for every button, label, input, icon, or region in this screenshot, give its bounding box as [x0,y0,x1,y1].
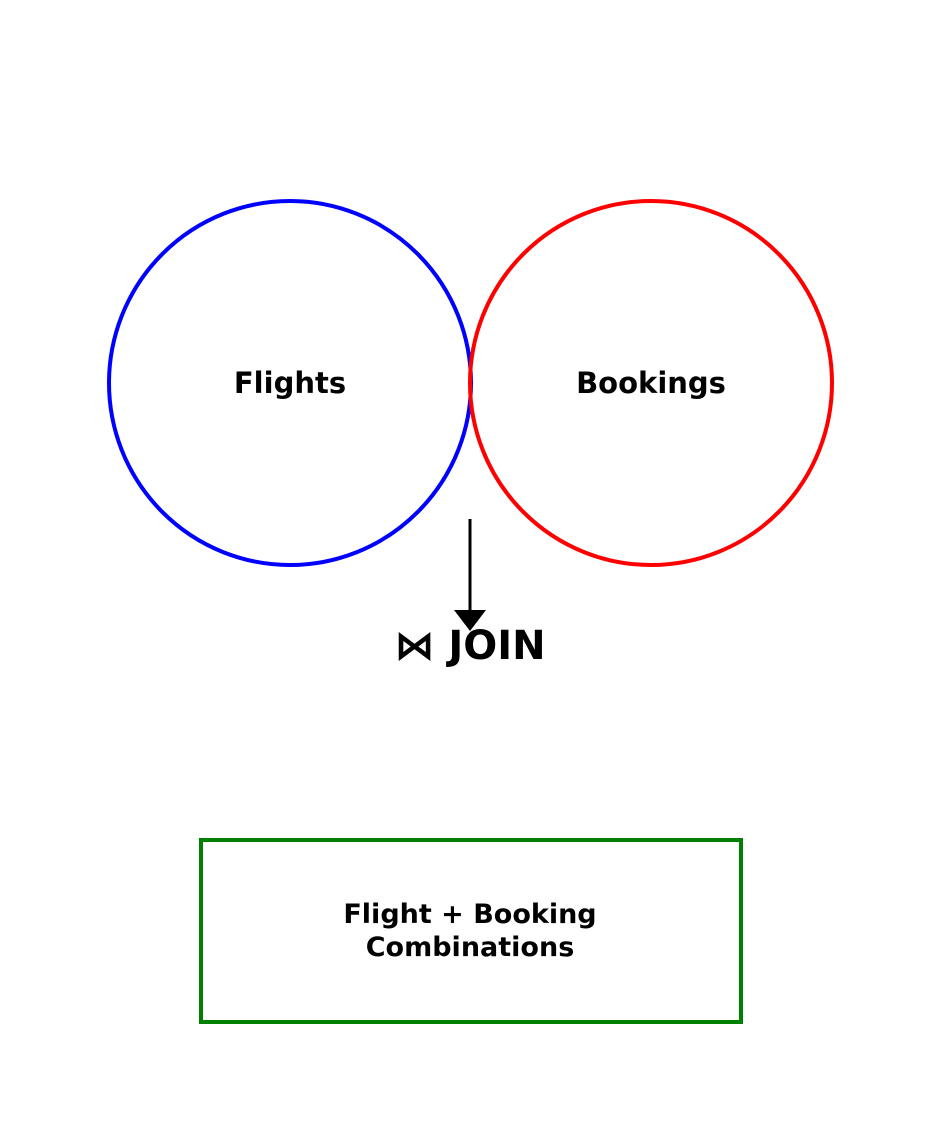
join-label: ⋈ JOIN [394,623,545,669]
bookings-circle [468,199,834,567]
flights-label: Flights [234,366,346,400]
arrow-head-icon [454,610,486,631]
join-symbol: ⋈ [394,623,434,669]
result-line-2: Combinations [366,932,575,963]
join-text: JOIN [445,623,545,669]
bookings-label: Bookings [576,366,726,400]
join-space [434,623,448,669]
result-line-1: Flight + Booking [343,899,596,930]
result-box [199,838,743,1024]
